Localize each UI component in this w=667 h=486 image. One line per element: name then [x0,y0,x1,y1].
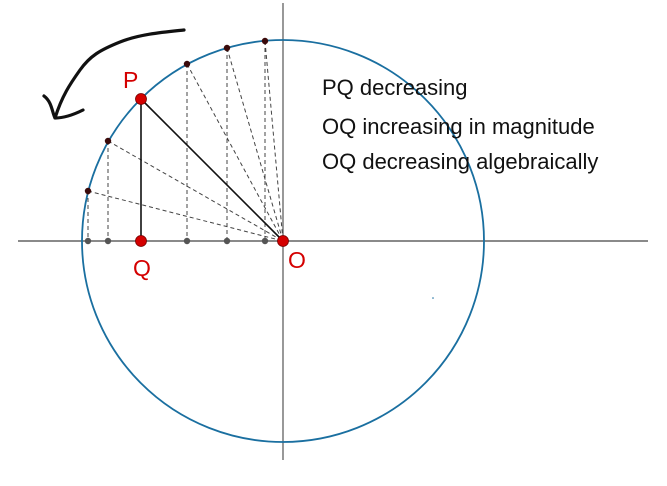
circle-point [223,44,231,52]
note-oq-algebraic: OQ decreasing algebraically [322,149,599,174]
segment-PO [140,98,284,242]
point-O[interactable] [277,235,289,247]
projection-point [223,237,231,245]
rotation-arrow-icon [42,28,186,120]
dashed-line [226,47,284,242]
dashed-line [87,190,284,242]
circle-point [104,137,112,145]
circle-point [183,60,191,68]
label-O: O [288,247,306,273]
circle-point [84,187,92,195]
stray-dot [432,297,434,299]
label-P: P [123,67,139,93]
circle-point [261,37,269,45]
dashed-line [107,140,284,242]
label-Q: Q [133,255,151,281]
dashed-line [264,40,284,242]
projection-point [183,237,191,245]
dashed-line [186,63,284,242]
projection-point [261,237,269,245]
note-pq: PQ decreasing [322,75,468,100]
projection-point [104,237,112,245]
note-oq-magnitude: OQ increasing in magnitude [322,114,595,139]
projection-point [84,237,92,245]
point-P[interactable] [135,93,147,105]
point-Q[interactable] [135,235,147,247]
circle [81,39,485,443]
